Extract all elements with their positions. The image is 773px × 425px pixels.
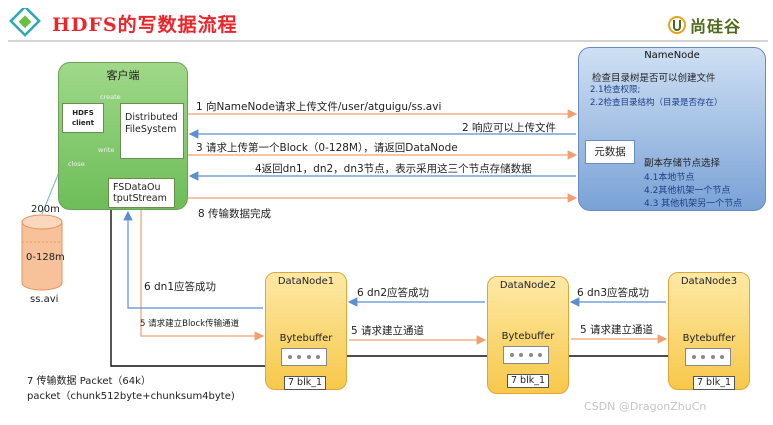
step-6-dn2-label: 6 dn2应答成功 (357, 287, 430, 299)
hdfs-client-line2: client (71, 119, 95, 127)
create-label: create (100, 93, 121, 101)
client-title: 客户端 (106, 69, 140, 82)
step-2-label: 2 响应可以上传文件 (462, 122, 557, 134)
dfs-line2: FileSystem (125, 124, 177, 135)
step-5-dn1-label: 5 请求建立Block传输通道 (140, 319, 240, 329)
fsdata-line2: tputStream (113, 193, 167, 204)
step-8-label: 8 传输数据完成 (198, 208, 272, 220)
dfs-line1: Distributed (125, 112, 178, 123)
namenode-check-title: 检查目录树是否可以创建文件 (592, 73, 716, 84)
namenode-box (578, 47, 766, 211)
brand-name: 尚硅谷 (690, 17, 742, 36)
block-range-label: 0-128m (26, 252, 65, 263)
step-7-packet-detail: packet（chunk512byte+chunksum4byte) (27, 391, 235, 402)
step-4-label: 4返回dn1，dn2，dn3节点，表示采用这三个节点存储数据 (255, 163, 532, 175)
datanode3-block: 7 blk_1 (693, 376, 735, 390)
distributed-filesystem-box: Distributed FileSystem (120, 103, 184, 159)
datanode1-block: 7 blk_1 (284, 376, 326, 390)
replica-select-rack1: 4.2其他机架一个节点 (644, 186, 731, 196)
replica-select-rack2: 4.3 其他机架另一个节点 (644, 199, 743, 209)
file-name-label: ss.avi (30, 294, 59, 305)
file-size-label: 200m (31, 204, 60, 215)
datanode3-box (668, 272, 750, 390)
datanode2-block: 7 blk_1 (507, 374, 549, 388)
step-6-dn3-label: 6 dn3应答成功 (577, 287, 650, 299)
metadata-box: 元数据 (585, 140, 635, 164)
arrow-step5-dn1 (140, 208, 265, 341)
arrow-step7-packet (110, 208, 279, 372)
step-5-dn3-label: 5 请求建立通道 (580, 324, 654, 336)
header-divider (8, 40, 768, 42)
step-3-label: 3 请求上传第一个Block（0-128M），请返回DataNode (196, 142, 458, 154)
namenode-check-permission: 2.1检查权限; (590, 85, 641, 95)
page-title: HDFS的写数据流程 (52, 14, 238, 36)
step-1-label: 1 向NameNode请求上传文件/user/atguigu/ss.avi (196, 101, 442, 113)
datanode3-title: DataNode3 (680, 276, 738, 287)
disk-icon (21, 214, 63, 291)
datanode1-title: DataNode1 (277, 276, 335, 287)
write-label: write (98, 146, 115, 154)
datanode2-buffer (503, 346, 549, 364)
brand-logo: 尚硅谷 (668, 12, 768, 38)
datanode1-buffer (281, 348, 327, 366)
replica-select-title: 副本存储节点选择 (644, 158, 721, 169)
namenode-check-directory: 2.2检查目录结构（目录是否存在） (590, 98, 723, 108)
datanode1-box (265, 272, 347, 390)
brand-icon (668, 16, 686, 34)
step-7-packet-label: 7 传输数据 Packet（64k） (27, 376, 151, 387)
datanode1-buffer-label: Bytebuffer (279, 333, 333, 344)
fsdataoutputstream-box: FSDataOu tputStream (108, 178, 175, 208)
hdfs-client-line1: HDFS (72, 109, 94, 117)
replica-select-local: 4.1本地节点 (644, 173, 695, 183)
namenode-title: NameNode (644, 50, 700, 61)
close-label: close (68, 160, 85, 168)
arrow-step6-dn1 (123, 210, 263, 309)
fsdata-line1: FSDataOu (113, 182, 161, 193)
step-6-dn1-label: 6 dn1应答成功 (144, 281, 217, 293)
logo-icon (9, 8, 41, 37)
step-5-dn2-label: 5 请求建立通道 (351, 325, 425, 337)
hdfs-client-box: HDFS client (62, 103, 104, 133)
datanode3-buffer (685, 348, 731, 366)
datanode2-buffer-label: Bytebuffer (501, 331, 555, 342)
datanode2-title: DataNode2 (499, 280, 557, 291)
datanode3-buffer-label: Bytebuffer (682, 333, 736, 344)
watermark: CSDN @DragonZhuCn (584, 400, 707, 413)
